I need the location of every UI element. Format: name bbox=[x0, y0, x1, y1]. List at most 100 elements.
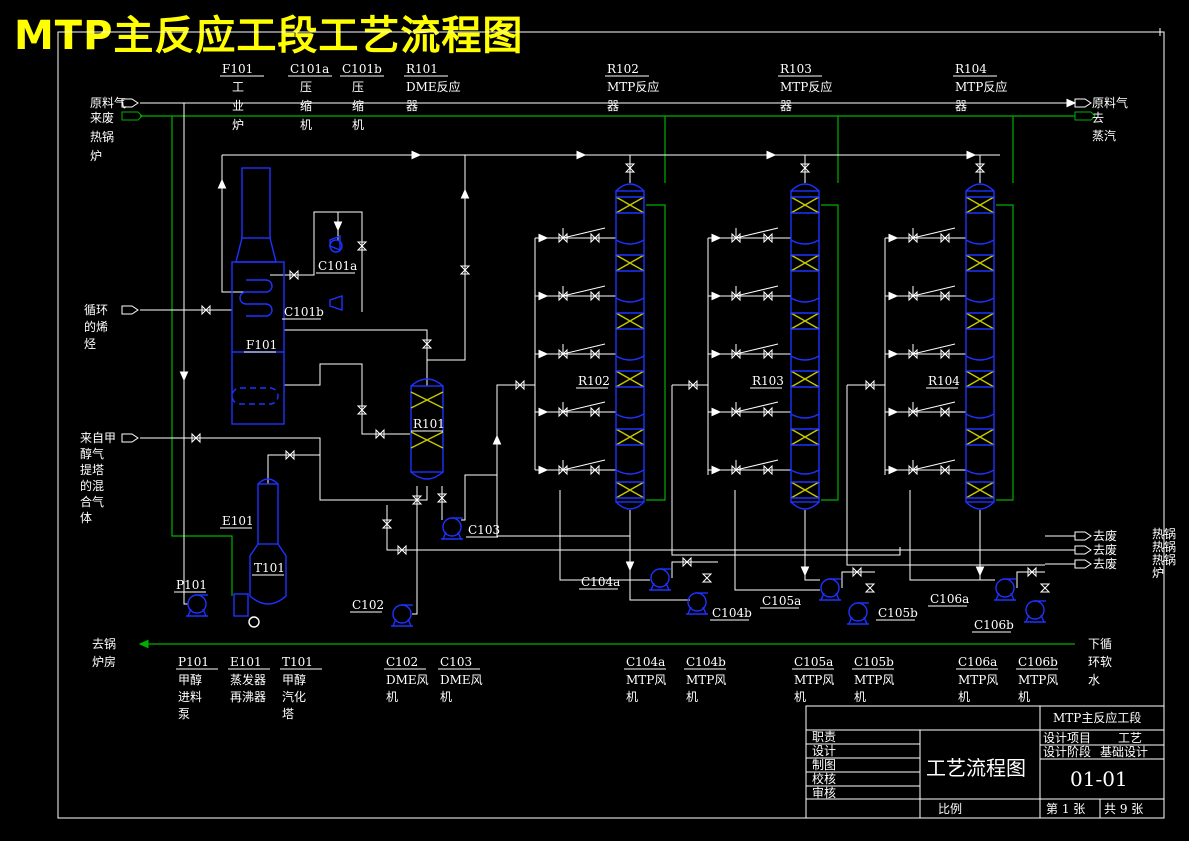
valve-icon bbox=[688, 379, 698, 391]
R101-head-bottom bbox=[410, 471, 444, 480]
catalyst-bed bbox=[410, 391, 444, 409]
waste-boiler-in-label: 热锅 bbox=[90, 129, 114, 144]
flow-arrow-icon bbox=[1066, 98, 1077, 108]
pipe bbox=[672, 384, 709, 475]
flow-arrow-icon bbox=[217, 178, 227, 189]
valve-icon bbox=[191, 432, 201, 444]
flow-arrow-icon bbox=[138, 639, 149, 649]
bottom-label-text: DME风 bbox=[386, 673, 429, 687]
soft-water-label: 水 bbox=[1088, 673, 1100, 687]
title-block-sheet: 第 1 张 bbox=[1046, 802, 1085, 816]
R104-head-bottom bbox=[965, 501, 995, 510]
R101-head-top bbox=[410, 378, 444, 387]
title-block-role: 校核 bbox=[812, 771, 836, 786]
top-label-text: MTP反应 bbox=[780, 79, 832, 94]
furnace-body bbox=[231, 261, 285, 425]
catalyst-bed bbox=[965, 254, 995, 272]
bottom-label-tag: E101 bbox=[230, 655, 262, 669]
connector-arrow-icon bbox=[121, 433, 139, 443]
bottom-label-tag: C102 bbox=[386, 655, 418, 669]
R103-head-top bbox=[790, 183, 820, 192]
R101-shell bbox=[410, 385, 444, 473]
pipe bbox=[221, 155, 246, 293]
pipe bbox=[671, 385, 901, 556]
valve-icon bbox=[940, 406, 950, 418]
furnace-stack bbox=[241, 167, 271, 239]
flow-arrow-icon bbox=[888, 465, 899, 475]
catalyst-bed bbox=[965, 196, 995, 214]
equipment-tag-c103: C103 bbox=[468, 523, 500, 537]
top-label-tag: C101a bbox=[290, 62, 329, 76]
pipe bbox=[996, 204, 1014, 501]
bottom-label-text: DME风 bbox=[440, 673, 483, 687]
valve-icon bbox=[940, 464, 950, 476]
bottom-label-text: 机 bbox=[958, 690, 970, 704]
valve-icon bbox=[731, 290, 741, 302]
valve-icon bbox=[1039, 583, 1051, 593]
equipment-tag-f101: F101 bbox=[246, 338, 277, 352]
valve-icon bbox=[763, 406, 773, 418]
bottom-label-text: 机 bbox=[440, 690, 452, 704]
separator bbox=[965, 355, 995, 361]
top-label-text: 业 bbox=[232, 99, 244, 113]
catalyst-bed bbox=[790, 370, 820, 388]
equipment-tag-r104: R104 bbox=[928, 374, 960, 388]
top-label-text: 器 bbox=[955, 99, 967, 113]
separator bbox=[790, 469, 820, 475]
T101-lower bbox=[249, 543, 287, 605]
soft-water-label: 下循 bbox=[1088, 637, 1112, 651]
pipe bbox=[909, 490, 995, 581]
valve-icon bbox=[558, 464, 568, 476]
pipe bbox=[734, 490, 820, 591]
valve-icon bbox=[356, 405, 368, 415]
flow-arrow-icon bbox=[766, 150, 777, 160]
valve-icon bbox=[411, 495, 423, 505]
compressor-C101a-body bbox=[329, 239, 343, 253]
valve-icon bbox=[852, 566, 862, 578]
connector-arrow-icon bbox=[121, 98, 139, 108]
top-label-tag: R102 bbox=[607, 62, 639, 76]
catalyst-bed bbox=[790, 312, 820, 330]
flow-arrow-icon bbox=[179, 371, 189, 382]
valve-icon bbox=[763, 232, 773, 244]
drawing-title: MTP主反应工段工艺流程图 bbox=[14, 13, 524, 59]
bottom-label-text: 机 bbox=[386, 690, 398, 704]
separator bbox=[790, 297, 820, 303]
steam-lines bbox=[140, 115, 1075, 645]
methanol-mix-label: 提塔 bbox=[80, 462, 104, 477]
flow-arrow-icon bbox=[966, 150, 977, 160]
equipment-tag-r101: R101 bbox=[413, 417, 445, 431]
equipment-tag-c105a: C105a bbox=[762, 594, 801, 608]
valve-icon bbox=[515, 379, 525, 391]
flow-arrow-icon bbox=[711, 233, 722, 243]
top-label-text: 器 bbox=[406, 99, 418, 113]
R102-head-top bbox=[615, 183, 645, 192]
pipe bbox=[646, 204, 666, 501]
valve-icon bbox=[940, 232, 950, 244]
soft-water-label: 环软 bbox=[1088, 655, 1112, 669]
furnace-hood bbox=[235, 237, 277, 263]
valve-icon bbox=[285, 449, 295, 461]
top-label-text: 工 bbox=[232, 80, 244, 94]
separator bbox=[615, 297, 645, 303]
flow-arrow-icon bbox=[975, 566, 985, 577]
valve-icon bbox=[558, 406, 568, 418]
separator bbox=[615, 413, 645, 419]
bottom-label-text: 再沸器 bbox=[230, 690, 266, 704]
R104-head-top bbox=[965, 183, 995, 192]
top-label-text: 机 bbox=[352, 118, 364, 132]
top-label-tag: R103 bbox=[780, 62, 812, 76]
bottom-label-text: 甲醇 bbox=[178, 672, 202, 687]
valve-icon bbox=[763, 290, 773, 302]
top-label-tag: R101 bbox=[406, 62, 438, 76]
separator bbox=[965, 469, 995, 475]
top-label-text: MTP反应 bbox=[607, 79, 659, 94]
bottom-label-text: MTP风 bbox=[686, 673, 726, 687]
connector-arrow-icon bbox=[1074, 111, 1096, 121]
valve-icon bbox=[731, 348, 741, 360]
flow-arrow-icon bbox=[411, 150, 422, 160]
valve-icon bbox=[375, 428, 385, 440]
methanol-mix-label: 体 bbox=[80, 511, 92, 525]
pipe bbox=[1016, 571, 1045, 588]
catalyst-bed bbox=[615, 481, 645, 499]
